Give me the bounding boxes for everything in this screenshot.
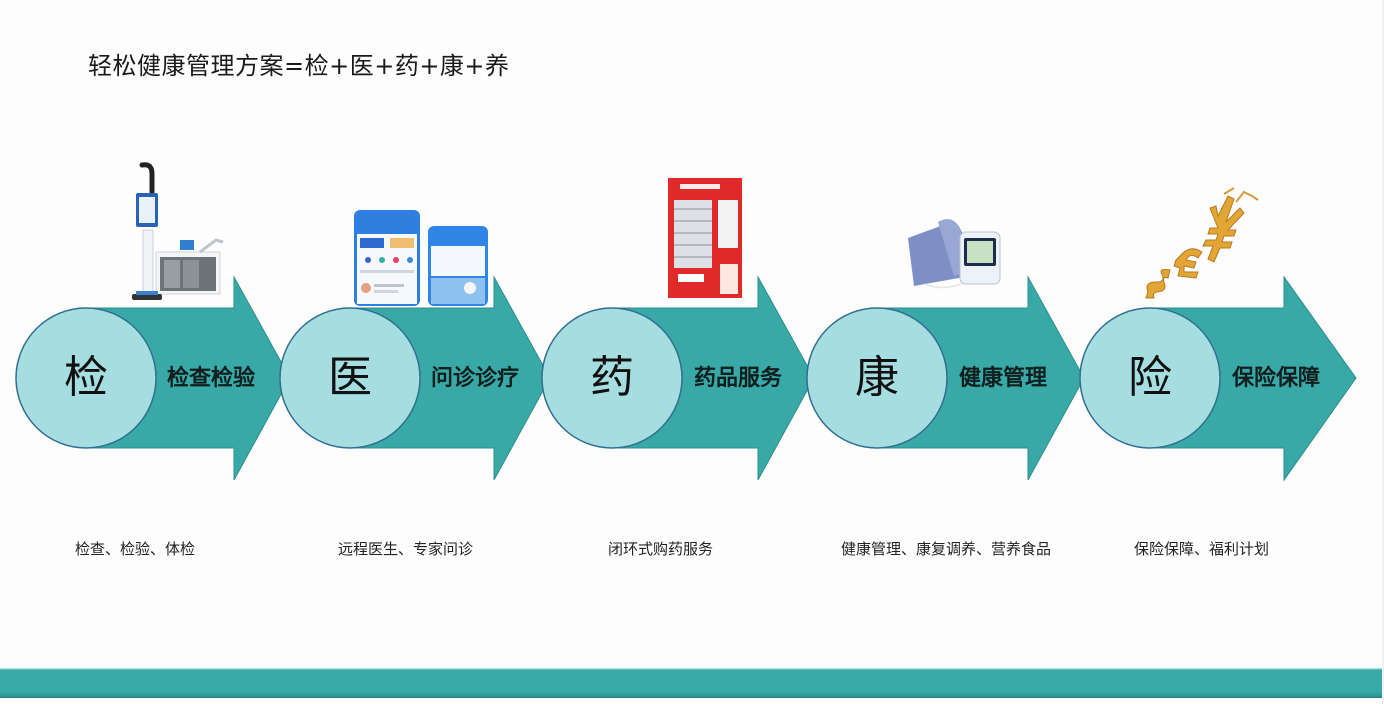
step-circle-2 bbox=[279, 307, 421, 449]
step-circle-3 bbox=[541, 307, 683, 449]
step-circle-5 bbox=[1079, 307, 1221, 449]
step-caption-3: 闭环式购药服务 bbox=[608, 540, 714, 558]
step-circle-4 bbox=[806, 307, 948, 449]
step-char-4: 康 bbox=[855, 352, 899, 403]
telemedicine-app-image bbox=[354, 210, 488, 306]
diagram-title: 轻松健康管理方案=检+医+药+康+养 bbox=[88, 52, 510, 80]
gold-currency-image bbox=[1145, 187, 1259, 299]
arrow-shape-4 bbox=[876, 275, 1085, 481]
arrow-shape-1 bbox=[85, 275, 291, 481]
arrow-shape-3 bbox=[611, 275, 815, 481]
step-caption-4: 健康管理、康复调养、营养食品 bbox=[841, 540, 1052, 558]
arrow-shape-2 bbox=[349, 275, 551, 481]
step-circle-1 bbox=[15, 307, 157, 449]
medicine-vending-machine-image bbox=[668, 178, 742, 298]
step-char-3: 药 bbox=[590, 352, 634, 403]
step-caption-1: 检查、检验、体检 bbox=[75, 540, 196, 558]
step-caption-5: 保险保障、福利计划 bbox=[1134, 540, 1270, 558]
step-char-2: 医 bbox=[328, 352, 372, 403]
step-caption-2: 远程医生、专家问诊 bbox=[338, 540, 474, 558]
step-label-1: 检查检验 bbox=[167, 366, 256, 391]
step-label-4: 健康管理 bbox=[959, 366, 1048, 391]
step-label-5: 保险保障 bbox=[1232, 366, 1321, 391]
step-char-1: 检 bbox=[64, 352, 108, 403]
sleep-monitor-device-image bbox=[908, 219, 1001, 289]
step-label-3: 药品服务 bbox=[694, 366, 783, 391]
page-edge bbox=[1382, 0, 1384, 704]
health-check-kiosk-image bbox=[132, 162, 224, 300]
footer-band bbox=[0, 668, 1384, 698]
step-char-5: 险 bbox=[1128, 352, 1172, 403]
arrow-shape-5 bbox=[1149, 275, 1357, 482]
step-label-2: 问诊诊疗 bbox=[431, 366, 520, 391]
